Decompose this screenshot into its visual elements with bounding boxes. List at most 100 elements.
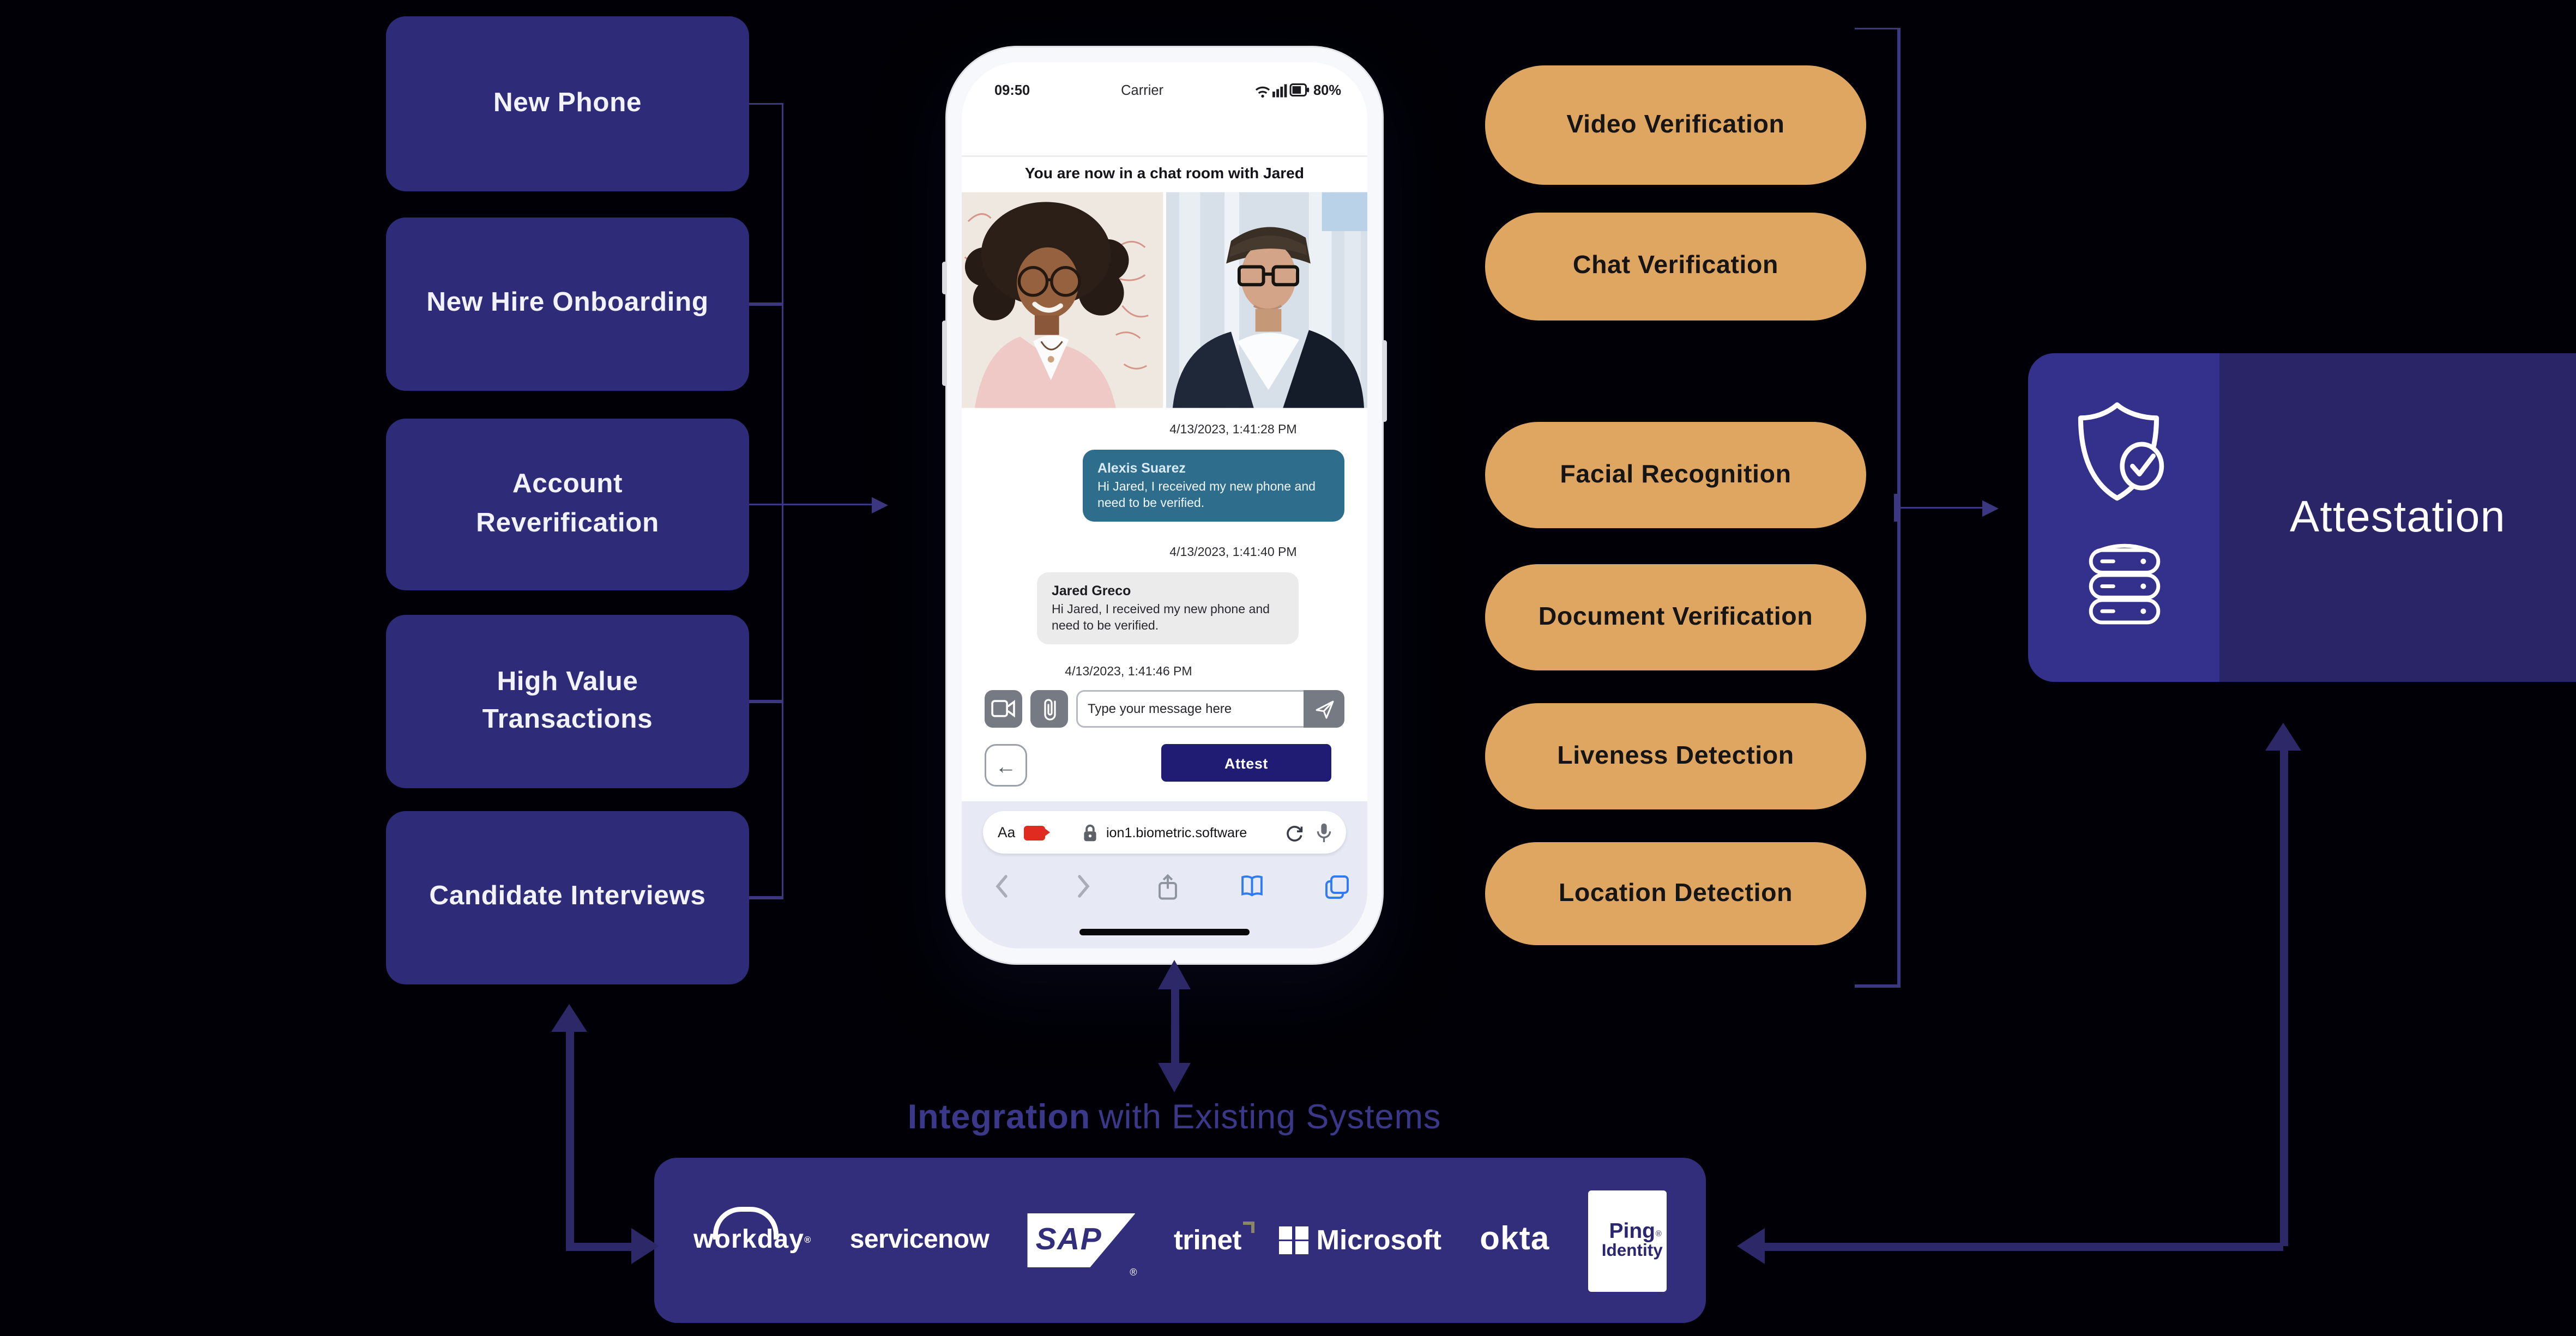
integration-logo-bar: workday® servicenow SAP ® trinet Microso… xyxy=(654,1158,1706,1323)
video-call-button[interactable] xyxy=(985,690,1022,728)
message-text: Hi Jared, I received my new phone and ne… xyxy=(1097,479,1316,511)
connector-stub xyxy=(749,700,783,703)
message-timestamp: 4/13/2023, 1:41:40 PM xyxy=(1169,545,1297,559)
tabs-button[interactable] xyxy=(1317,867,1356,906)
browser-forward-button[interactable] xyxy=(1065,867,1104,906)
registered-mark: ® xyxy=(1130,1269,1137,1279)
registered-mark: ® xyxy=(1655,1229,1662,1239)
workday-arc-icon xyxy=(713,1206,779,1239)
send-icon xyxy=(1315,700,1333,718)
connector-stub xyxy=(749,303,783,306)
home-indicator[interactable] xyxy=(1079,928,1250,935)
pill-label: Location Detection xyxy=(1558,879,1793,907)
scenario-label: Account Reverification xyxy=(476,470,659,537)
connector-arrow-line xyxy=(1899,506,1984,510)
sap-logo: SAP ® xyxy=(1027,1213,1137,1279)
shield-check-icon xyxy=(2078,402,2164,501)
wifi-signal-battery-icon xyxy=(1255,83,1310,98)
pill-label: Video Verification xyxy=(1566,110,1785,138)
status-icons: 80% xyxy=(1254,82,1341,98)
scenario-label: Candidate Interviews xyxy=(429,882,706,912)
arrowhead-up-icon xyxy=(1157,960,1190,989)
send-button[interactable] xyxy=(1304,690,1344,728)
microsoft-window-icon xyxy=(1280,1226,1308,1255)
scenario-box-new-phone: New Phone xyxy=(386,16,749,191)
pill-chat-verification: Chat Verification xyxy=(1485,213,1866,321)
arrow-shaft xyxy=(565,1030,574,1246)
attestation-box: Attestation xyxy=(2028,353,2576,682)
pill-location-detection: Location Detection xyxy=(1485,842,1866,945)
attestation-label: Attestation xyxy=(2290,492,2506,541)
servicenow-wordmark: servicenow xyxy=(849,1225,990,1254)
message-sender: Alexis Suarez xyxy=(1097,460,1186,476)
browser-back-button[interactable] xyxy=(981,867,1021,906)
chat-bubble-sent: Alexis Suarez Hi Jared, I received my ne… xyxy=(1083,450,1344,522)
lock-icon xyxy=(1084,824,1097,841)
scenario-box-high-value: High Value Transactions xyxy=(386,615,749,788)
connector-stub xyxy=(749,102,783,105)
pill-liveness-detection: Liveness Detection xyxy=(1485,703,1866,809)
chevron-forward-icon xyxy=(1078,875,1090,898)
arrow-shaft xyxy=(1765,1242,2283,1250)
arrowhead-up-icon xyxy=(2265,723,2301,751)
message-text: Hi Jared, I received my new phone and ne… xyxy=(1052,602,1270,633)
registered-mark: ® xyxy=(804,1235,812,1246)
integration-caption-rest: with Existing Systems xyxy=(1099,1099,1441,1136)
action-row: ← Attest xyxy=(985,744,1344,787)
server-stack-icon xyxy=(2089,543,2161,625)
recording-indicator-icon xyxy=(1023,825,1050,840)
okta-logo: okta xyxy=(1480,1222,1549,1259)
pill-label: Facial Recognition xyxy=(1560,460,1791,488)
connector-stub xyxy=(749,503,783,506)
bookmarks-button[interactable] xyxy=(1232,867,1271,906)
phone-volume-button xyxy=(942,321,947,386)
workday-logo: workday® xyxy=(693,1206,812,1255)
pill-label: Chat Verification xyxy=(1572,252,1779,280)
composer-row xyxy=(985,690,1344,729)
ping-wordmark-line2: Identity xyxy=(1601,1241,1663,1261)
connector-stub xyxy=(1855,984,1899,987)
chat-room-header: You are now in a chat room with Jared xyxy=(1024,164,1305,182)
divider xyxy=(962,155,1367,157)
back-button[interactable]: ← xyxy=(985,744,1027,787)
arrow-shaft xyxy=(565,1242,632,1250)
phone-power-button xyxy=(1382,340,1387,422)
reload-icon[interactable] xyxy=(1286,824,1304,842)
ping-wordmark-line1: Ping xyxy=(1609,1218,1655,1243)
browser-chrome: Aa ion1.biometric.software xyxy=(962,801,1367,948)
arrow-shaft xyxy=(2279,749,2288,1246)
video-camera-icon xyxy=(991,700,1015,718)
arrowhead-down-icon xyxy=(1157,1063,1190,1092)
video-call-strip xyxy=(962,191,1367,409)
trinet-wordmark: trinet xyxy=(1173,1224,1242,1255)
attach-file-button[interactable] xyxy=(1030,690,1068,728)
url-bar[interactable]: Aa ion1.biometric.software xyxy=(983,811,1346,854)
integration-caption-bold: Integration xyxy=(907,1099,1091,1136)
okta-wordmark: okta xyxy=(1480,1222,1550,1258)
url-text: ion1.biometric.software xyxy=(1106,824,1247,841)
tabs-icon xyxy=(1324,874,1348,898)
reader-mode-button[interactable]: Aa xyxy=(998,824,1016,841)
microsoft-logo: Microsoft xyxy=(1280,1224,1441,1257)
status-bar: 09:50 Carrier 80% xyxy=(994,82,1341,98)
chevron-back-icon xyxy=(996,875,1008,898)
scenario-box-candidate-interviews: Candidate Interviews xyxy=(386,811,749,984)
attest-button[interactable]: Attest xyxy=(1161,744,1331,782)
mic-icon[interactable] xyxy=(1317,822,1331,843)
connector-left-bracket xyxy=(781,102,783,899)
message-sender: Jared Greco xyxy=(1052,582,1131,599)
pill-label: Liveness Detection xyxy=(1557,741,1794,770)
status-time: 09:50 xyxy=(994,82,1030,98)
share-button[interactable] xyxy=(1148,867,1187,906)
participant-photo-jared xyxy=(1165,192,1367,408)
pill-facial-recognition: Facial Recognition xyxy=(1485,422,1866,528)
phone-mute-switch xyxy=(942,262,947,294)
scenario-label: High Value Transactions xyxy=(482,667,653,734)
connector-arrow-line xyxy=(782,503,872,506)
connector-stub xyxy=(749,896,783,899)
pill-label: Document Verification xyxy=(1538,602,1813,631)
arrowhead-right-icon xyxy=(872,496,888,513)
message-input[interactable] xyxy=(1076,690,1304,728)
workday-wordmark: workday xyxy=(693,1225,805,1254)
